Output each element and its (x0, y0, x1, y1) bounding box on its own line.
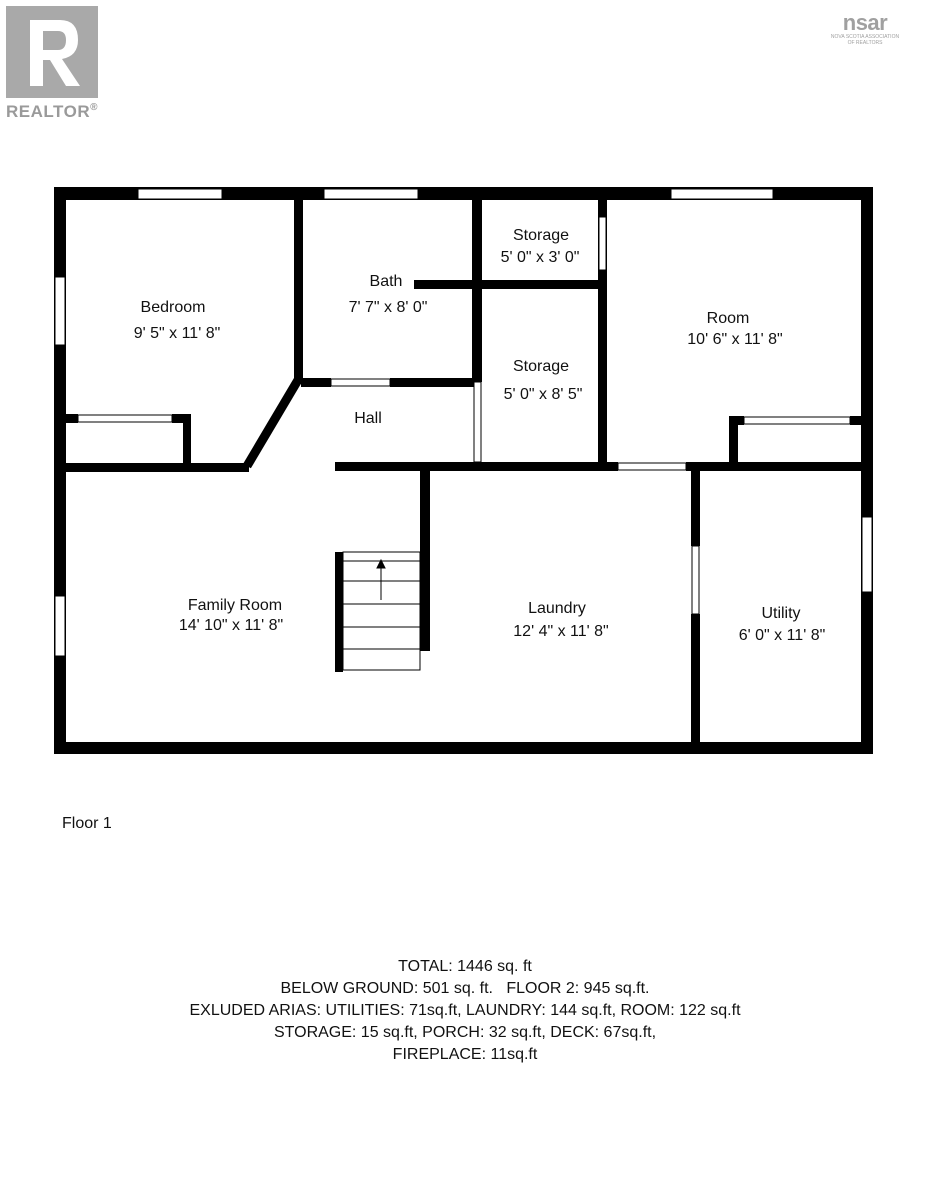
realtor-logo: REALTOR® (6, 6, 104, 122)
bedroom-size: 9' 5" x 11' 8" (134, 325, 221, 342)
room-name: Room (707, 310, 750, 327)
laundry-name: Laundry (528, 600, 586, 617)
room-labels: Bedroom 9' 5" x 11' 8" Bath 7' 7" x 8' 0… (134, 227, 826, 644)
interior-walls (63, 197, 864, 748)
totals-line-fireplace: FIREPLACE: 11sq.ft (392, 1046, 538, 1063)
storage-large-name: Storage (513, 358, 569, 375)
totals-line-total: TOTAL: 1446 sq. ft (398, 958, 532, 975)
nsar-sub-line-1: NOVA SCOTIA ASSOCIATION (830, 34, 900, 40)
room-size: 10' 6" x 11' 8" (687, 331, 782, 348)
totals-line-excluded: EXLUDED ARIAS: UTILITIES: 71sq.ft, LAUND… (189, 1002, 741, 1019)
bath-size: 7' 7" x 8' 0" (349, 299, 428, 316)
totals-line-below-ground: BELOW GROUND: 501 sq. ft. FLOOR 2: 945 s… (280, 980, 650, 997)
family-room-name: Family Room (188, 597, 282, 614)
family-room-size: 14' 10" x 11' 8" (179, 617, 283, 634)
bath-name: Bath (370, 273, 403, 290)
utility-size: 6' 0" x 11' 8" (739, 627, 826, 644)
staircase (335, 551, 421, 672)
storage-small-name: Storage (513, 227, 569, 244)
realtor-wordmark: REALTOR® (6, 102, 98, 121)
doors (77, 216, 851, 615)
nsar-brand: nsar (842, 10, 888, 35)
nsar-logo: nsar NOVA SCOTIA ASSOCIATION OF REALTORS (810, 10, 920, 47)
utility-name: Utility (761, 605, 800, 622)
bedroom-name: Bedroom (141, 299, 206, 316)
hall-name: Hall (354, 410, 382, 427)
floor-label: Floor 1 (62, 815, 112, 832)
realtor-r-icon (6, 6, 98, 98)
totals-line-storage: STORAGE: 15 sq.ft, PORCH: 32 sq.ft, DECK… (273, 1024, 657, 1041)
area-totals: TOTAL: 1446 sq. ft BELOW GROUND: 501 sq.… (0, 956, 930, 1066)
storage-small-size: 5' 0" x 3' 0" (501, 249, 580, 266)
laundry-size: 12' 4" x 11' 8" (513, 623, 608, 640)
storage-large-size: 5' 0" x 8' 5" (504, 386, 583, 403)
arrow-up-icon (376, 558, 386, 569)
nsar-sub-line-2: OF REALTORS (847, 40, 883, 46)
windows (54, 188, 873, 657)
